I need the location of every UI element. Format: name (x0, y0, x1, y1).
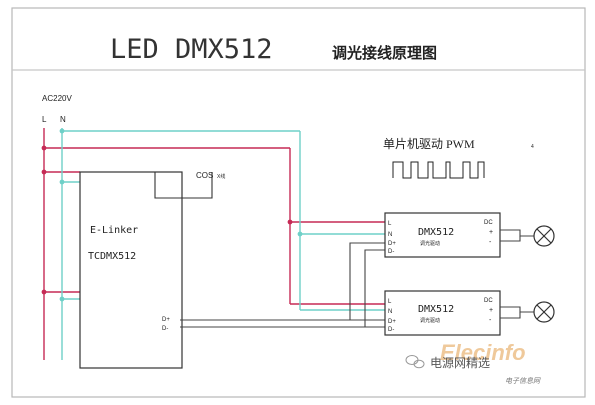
power-label: AC220V (42, 94, 72, 103)
decoder-1-name: DMX512 (418, 227, 454, 238)
controller-box (79, 171, 183, 369)
decoder-1-plus: + (489, 229, 493, 236)
decoder-1-box (384, 212, 501, 258)
controller-name: E-Linker (90, 225, 138, 236)
line-n-label: N (60, 115, 66, 124)
decoder-2-pin-dplus: D+ (388, 319, 396, 325)
decoder-1: L N D+ D- DMX512 调光驱动 DC + - (384, 212, 501, 258)
lamp-2-icon (533, 301, 555, 323)
line-l-label: L (42, 115, 47, 124)
pwm-caption-mark: 4 (531, 144, 534, 150)
decoder-1-pin-l: L (388, 221, 392, 227)
cos-label: COS (196, 171, 213, 180)
decoder-1-output-wires (500, 229, 534, 242)
watermark-cn1: 电源网精选 (430, 356, 490, 370)
decoder-2-pin-l: L (388, 299, 392, 305)
pwm-caption: 单片机驱动 PWM (383, 137, 475, 151)
controller-model: TCDMX512 (88, 251, 136, 262)
live-wire (43, 128, 385, 360)
decoder-1-pin-dminus: D- (388, 249, 394, 255)
watermark: Elecinfo 电源网精选 电子信息网 (405, 340, 541, 385)
decoder-2-pin-n: N (388, 309, 392, 315)
controller-d-minus: D- (162, 326, 168, 332)
node-n-2 (59, 179, 65, 185)
title-cjk: 调光接线原理图 (332, 44, 437, 62)
decoder-1-sub: 调光驱动 (420, 240, 440, 247)
node-l-3 (41, 289, 47, 295)
title-latin: LED DMX512 (110, 34, 273, 65)
decoder-2-name: DMX512 (418, 304, 454, 315)
decoder-1-dc: DC (484, 220, 493, 226)
node-l-4 (287, 219, 293, 225)
decoder-2-pin-dminus: D- (388, 327, 394, 333)
decoder-2-dc: DC (484, 298, 493, 304)
dmx-signal-wires (180, 242, 385, 328)
node-l-1 (41, 145, 47, 151)
decoder-1-minus: - (489, 239, 492, 246)
cos-suffix: X线 (217, 173, 225, 180)
wechat-icon (405, 355, 425, 369)
cos-wire (154, 172, 213, 199)
decoder-1-pin-dplus: D+ (388, 241, 396, 247)
controller-d-plus: D+ (162, 317, 170, 323)
pwm-waveform (392, 161, 485, 179)
neutral-wire (61, 128, 385, 360)
node-n-1 (59, 128, 65, 134)
decoder-2-minus: - (489, 317, 492, 324)
node-n-4 (297, 231, 303, 237)
decoder-2-sub: 调光驱动 (420, 317, 440, 324)
decoder-2-output-wires (500, 306, 534, 319)
watermark-cn2: 电子信息网 (505, 377, 541, 385)
decoder-1-pin-n: N (388, 232, 392, 238)
decoder-2-box (384, 290, 501, 336)
decoder-2: L N D+ D- DMX512 调光驱动 DC + - (384, 290, 501, 336)
watermark-logo: Elecinfo (440, 340, 526, 365)
lamp-1-icon (533, 225, 555, 247)
decoder-2-plus: + (489, 307, 493, 314)
node-l-2 (41, 169, 47, 175)
node-n-3 (59, 296, 65, 302)
